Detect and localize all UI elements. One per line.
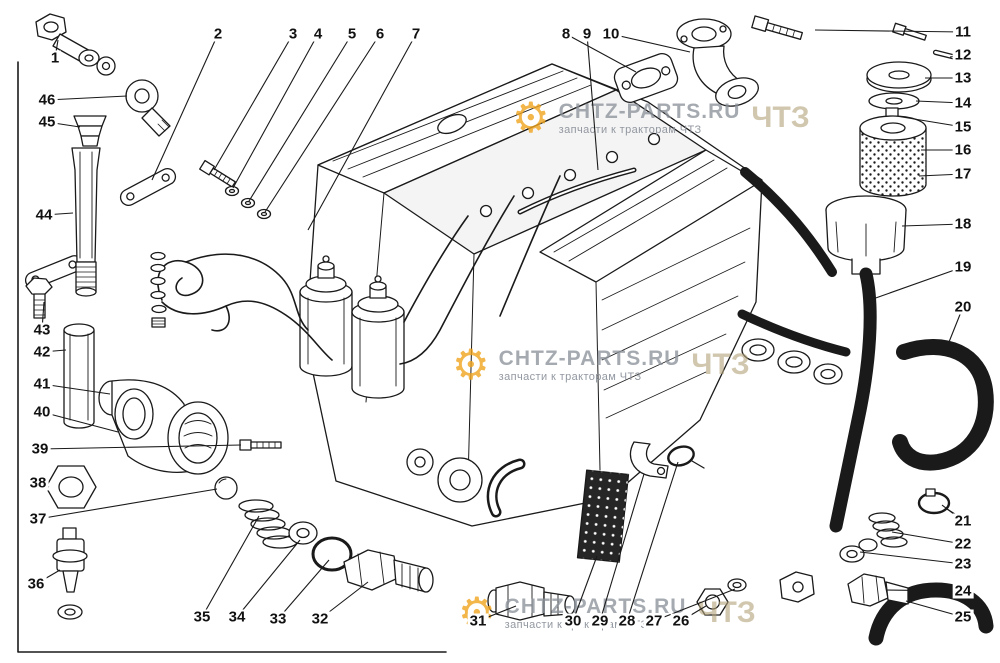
gasket-8 — [613, 52, 679, 104]
banjo-bolt-part-1 — [35, 13, 116, 76]
cover-disc-13 — [866, 61, 932, 93]
ball-37 — [214, 476, 238, 500]
washer-27 — [727, 578, 747, 592]
nut-26 — [696, 588, 729, 616]
clamp-21 — [917, 488, 959, 517]
nut-38 — [45, 465, 97, 509]
washer-14 — [868, 92, 920, 110]
spring-35 — [238, 499, 298, 549]
figure-border — [17, 61, 447, 653]
bolt-39 — [239, 439, 282, 451]
boot-and-shaft — [71, 115, 107, 297]
bolt-43 — [25, 277, 53, 319]
sleeve-42 — [63, 323, 95, 429]
filter-housing-18 — [825, 195, 907, 275]
small-fasteners — [199, 159, 272, 220]
ring-33 — [311, 536, 353, 572]
plate-30 — [576, 469, 630, 563]
bolt-11 — [751, 15, 803, 41]
pin-12 — [932, 49, 958, 60]
fuel-filters — [299, 255, 405, 399]
valve-36 — [52, 527, 88, 620]
filter-element-17 — [859, 107, 927, 197]
flange-rings — [741, 338, 843, 385]
washer-stack — [150, 251, 167, 328]
fitting-31 — [487, 581, 576, 621]
fitting-32 — [343, 549, 434, 593]
ball-joint-46 — [125, 79, 171, 137]
union-24 — [847, 573, 909, 607]
clamp-28 — [667, 445, 705, 469]
fuel-lines — [157, 175, 561, 365]
angle-fitting — [98, 379, 229, 475]
washer-34 — [288, 521, 318, 545]
washer-23 — [839, 538, 878, 563]
flanged-pipe-10 — [676, 18, 759, 107]
bolt-small-top-right — [892, 22, 927, 41]
elbow-fitting-bottom — [779, 571, 815, 603]
pipe-clamp-upper — [119, 168, 177, 206]
